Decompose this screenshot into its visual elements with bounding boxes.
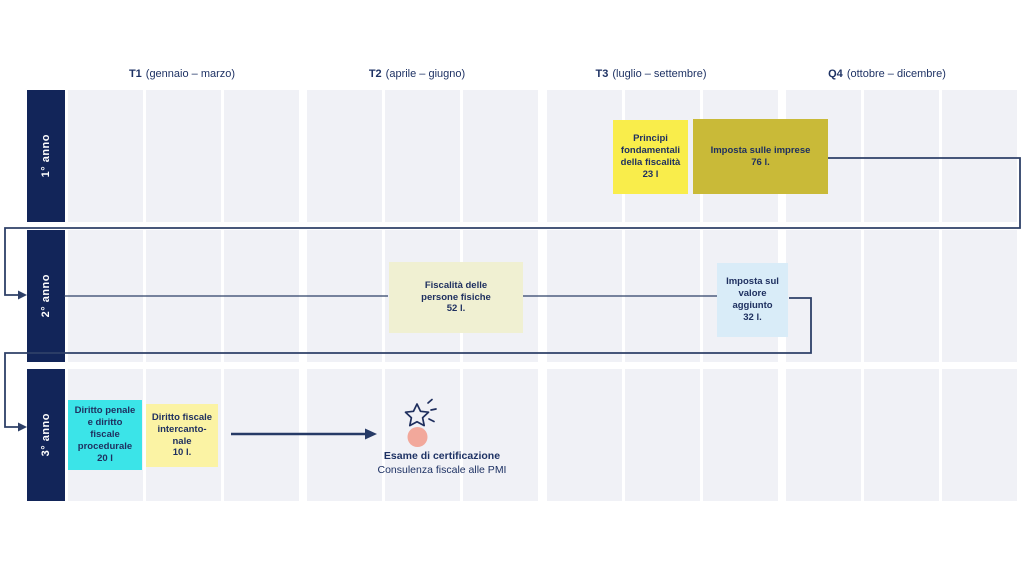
month-cell xyxy=(307,369,383,501)
year-1-bar: 1° anno xyxy=(27,90,65,222)
quarter-code: Q4 xyxy=(828,68,843,80)
course-box-principi-fondamentali: Principi fondamentali della fiscalità 23… xyxy=(613,120,688,194)
month-cell xyxy=(146,90,222,222)
month-cell xyxy=(624,369,700,501)
quarter-range: (aprile – giugno) xyxy=(385,68,466,80)
month-cell xyxy=(863,230,939,362)
quarter-cells xyxy=(546,369,778,501)
month-cell xyxy=(941,230,1017,362)
quarter-header-t3: T3(luglio – settembre) xyxy=(521,68,781,84)
quarter-range: (ottobre – dicembre) xyxy=(846,68,946,80)
month-cell xyxy=(307,230,383,362)
quarter-cells xyxy=(785,369,1017,501)
month-cell xyxy=(463,90,539,222)
quarter-code: T3 xyxy=(595,68,609,80)
quarter-range: (gennaio – marzo) xyxy=(145,68,236,80)
month-cell xyxy=(941,369,1017,501)
year-3-bar: 3° anno xyxy=(27,369,65,501)
course-box-diritto-penale: Diritto penale e diritto fiscale procedu… xyxy=(68,400,142,470)
quarter-cells xyxy=(68,90,300,222)
month-cell xyxy=(941,90,1017,222)
month-cell xyxy=(307,90,383,222)
quarter-code: T1 xyxy=(128,68,142,80)
quarter-header-t2: T2(aprile – giugno) xyxy=(287,68,547,84)
year-1-grid xyxy=(68,90,1017,222)
month-cell xyxy=(546,369,622,501)
year-1-row: 1° anno xyxy=(27,90,1017,222)
arrowhead-year3 xyxy=(18,422,27,432)
year-2-grid xyxy=(68,230,1017,362)
quarter-cells xyxy=(785,230,1017,362)
course-box-imposta-valore-aggiunto: Imposta sul valore aggiunto 32 l. xyxy=(717,263,788,337)
course-box-fiscalita-persone-fisiche: Fiscalità delle persone fisiche 52 l. xyxy=(389,262,523,333)
month-cell xyxy=(785,230,861,362)
quarter-header-t1: T1(gennaio – marzo) xyxy=(52,68,312,84)
course-box-imposta-imprese: Imposta sulle imprese 76 l. xyxy=(693,119,828,194)
quarter-cells xyxy=(307,90,539,222)
month-cell xyxy=(863,90,939,222)
month-cell xyxy=(863,369,939,501)
month-cell xyxy=(224,230,300,362)
course-box-diritto-intercantonale: Diritto fiscale intercanto- nale 10 l. xyxy=(146,404,218,467)
month-cell xyxy=(785,369,861,501)
month-cell xyxy=(702,369,778,501)
month-cell xyxy=(385,90,461,222)
month-cell xyxy=(546,230,622,362)
year-1-label: 1° anno xyxy=(40,134,52,178)
year-3-label: 3° anno xyxy=(40,413,52,457)
year-2-bar: 2° anno xyxy=(27,230,65,362)
quarter-cells xyxy=(68,230,300,362)
month-cell xyxy=(546,90,622,222)
month-cell xyxy=(385,369,461,501)
exam-subtitle: Consulenza fiscale alle PMI xyxy=(377,464,507,476)
year-2-label: 2° anno xyxy=(40,274,52,318)
month-cell xyxy=(146,230,222,362)
month-cell xyxy=(224,90,300,222)
month-cell xyxy=(68,90,144,222)
quarter-range: (luglio – settembre) xyxy=(612,68,707,80)
quarter-code: T2 xyxy=(368,68,382,80)
month-cell xyxy=(463,369,539,501)
month-cell xyxy=(224,369,300,501)
month-cell xyxy=(624,230,700,362)
exam-caption: Esame di certificazione Consulenza fisca… xyxy=(327,449,557,477)
quarter-cells xyxy=(307,369,539,501)
arrowhead-year2 xyxy=(18,290,27,300)
quarter-header-q4: Q4(ottobre – dicembre) xyxy=(757,68,1017,84)
month-cell xyxy=(68,230,144,362)
exam-title: Esame di certificazione xyxy=(383,450,501,462)
